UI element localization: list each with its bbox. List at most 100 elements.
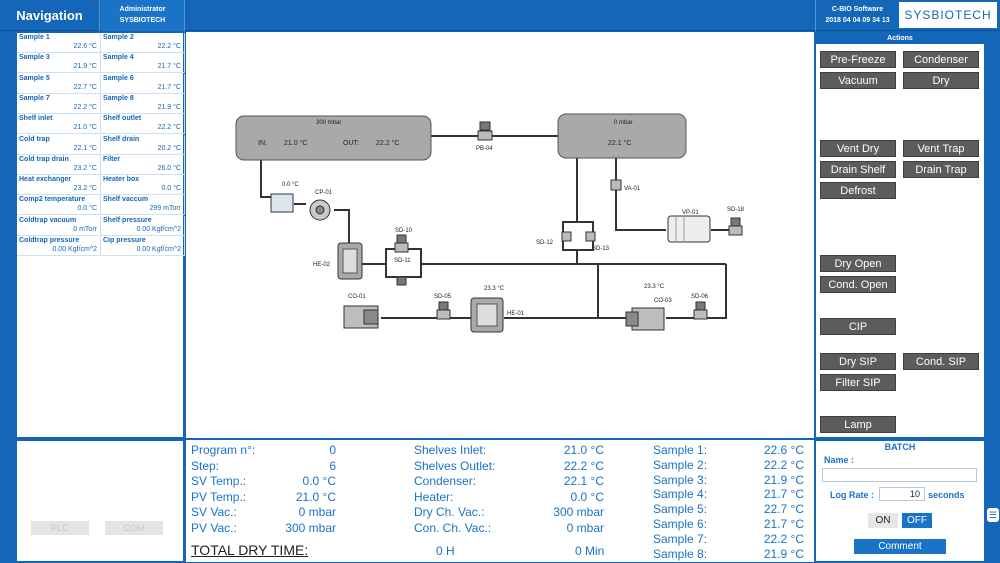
vacuum-pump-vp01[interactable] [667, 215, 711, 243]
status-value: 22.2 °C [763, 531, 804, 546]
status-label: Shelves Inlet: [414, 443, 487, 457]
plc-label: PLC [51, 523, 69, 533]
action-button-lamp[interactable]: Lamp [820, 416, 896, 433]
sensor-value: 299 mTorr [149, 205, 181, 213]
user-role: Administrator [119, 6, 166, 13]
status-value: 22.7 °C [763, 502, 804, 517]
action-button-dry-open[interactable]: Dry Open [820, 255, 896, 272]
vp01-label: VP-01 [682, 210, 699, 216]
valve-pb04[interactable] [477, 121, 493, 141]
action-button-drain-trap[interactable]: Drain Trap [903, 161, 979, 178]
action-button-vent-trap[interactable]: Vent Trap [903, 140, 979, 157]
he02-label: HE-02 [313, 262, 331, 268]
action-button-dry[interactable]: Dry [903, 72, 979, 89]
process-diagram: 300 mbar IN: 21.0 °C OUT: 22.2 °C 0 mbar… [186, 32, 814, 438]
he01-label: HE-01 [507, 311, 525, 317]
status-value: 21.7 °C [763, 487, 804, 502]
status-label: SV Temp.: [191, 474, 247, 488]
sensor-label: Shelf pressure [103, 216, 152, 224]
chamber-in-temp: 21.0 °C [284, 139, 307, 147]
batch-name-input[interactable] [822, 468, 977, 482]
status-label: SV Vac.: [191, 505, 237, 519]
user-info: Administrator SYSBIOTECH [101, 0, 185, 31]
valve-va01[interactable] [610, 179, 622, 191]
status-label: Condenser: [414, 474, 477, 488]
plc-button[interactable]: PLC [31, 521, 89, 535]
heat-exchanger-he01[interactable] [470, 297, 504, 333]
status-value: 0.0 °C [570, 489, 604, 504]
action-button-filter-sip[interactable]: Filter SIP [820, 374, 896, 391]
valve-block-sd10-sd11[interactable] [385, 234, 422, 286]
side-scroll-handle-icon[interactable]: ☰ [987, 508, 999, 522]
sensor-value: 22.2 °C [157, 124, 181, 132]
status-label: Con. Ch. Vac.: [414, 520, 492, 535]
cp01-label: CP-01 [315, 190, 333, 196]
chamber-out-temp: 22.2 °C [376, 139, 399, 147]
sensor-label: Sample 2 [103, 34, 134, 41]
batch-name-label: Name : [824, 455, 855, 465]
action-button-pre-freeze[interactable]: Pre-Freeze [820, 51, 896, 68]
logging-off-button[interactable]: OFF [902, 513, 932, 528]
sensor-value: 0.0 °C [161, 185, 181, 193]
sd18-label: SD-18 [727, 207, 745, 213]
status-label: Sample 7: [653, 531, 708, 546]
valve-sd06[interactable] [693, 301, 708, 320]
valve-sd18[interactable] [728, 217, 743, 236]
status-label: Program n°: [191, 443, 256, 457]
action-button-cond-open[interactable]: Cond. Open [820, 276, 896, 293]
sensor-value: 0 mTorr [73, 225, 97, 233]
action-button-cip[interactable]: CIP [820, 318, 896, 335]
comment-button[interactable]: Comment [854, 539, 946, 554]
sensor-label: Heat exchanger [19, 176, 72, 184]
sensor-value: 21.0 °C [73, 124, 97, 132]
status-value: 21.9 °C [763, 472, 804, 487]
action-button-drain-shelf[interactable]: Drain Shelf [820, 161, 896, 178]
connection-panel: PLC COM [16, 440, 184, 562]
com-button[interactable]: COM [105, 521, 163, 535]
status-value: 0 [329, 443, 336, 457]
navigation-label: Navigation [16, 8, 83, 23]
condensing-unit-co03[interactable] [625, 307, 665, 331]
status-label: Sample 1: [653, 443, 708, 457]
action-button-vent-dry[interactable]: Vent Dry [820, 140, 896, 157]
sensor-label: Cold trap drain [19, 155, 69, 163]
status-value: 300 mbar [553, 505, 604, 519]
action-button-defrost[interactable]: Defrost [820, 182, 896, 199]
compressor-unit[interactable] [270, 193, 331, 221]
action-button-cond-sip[interactable]: Cond. SIP [903, 353, 979, 370]
status-label: Sample 2: [653, 457, 708, 472]
heat-exchanger-he02[interactable] [337, 242, 363, 280]
status-label: Shelves Outlet: [414, 458, 496, 473]
pb04-label: PB-04 [476, 146, 493, 152]
sensor-label: Shelf inlet [19, 115, 53, 123]
sensor-value: 20.2 °C [157, 144, 181, 152]
sensor-cell: Shelf inlet 21.0 °C [17, 114, 101, 135]
action-button-condenser[interactable]: Condenser [903, 51, 979, 68]
status-label: Sample 8: [653, 546, 708, 561]
action-button-dry-sip[interactable]: Dry SIP [820, 353, 896, 370]
total-minutes: 0 Min [575, 544, 605, 558]
valve-sd05[interactable] [436, 301, 451, 320]
sensor-label: Coldtrap pressure [19, 237, 80, 244]
co01-label: CO-01 [348, 294, 366, 300]
log-rate-input[interactable]: 10 [879, 487, 925, 501]
sensor-value: 21.7 °C [157, 83, 181, 91]
logging-on-button[interactable]: ON [868, 513, 898, 528]
top-bar: Navigation Administrator SYSBIOTECH C-BI… [0, 0, 1000, 31]
action-button-vacuum[interactable]: Vacuum [820, 72, 896, 89]
batch-panel: BATCH Name : Log Rate : 10 seconds ON OF… [815, 440, 985, 562]
com-label: COM [123, 523, 145, 533]
software-info: C-BIO Software 2018 04 04 09 34 13 [815, 0, 899, 31]
status-value: 21.9 °C [763, 546, 804, 561]
condensing-unit-co01[interactable] [343, 305, 379, 329]
valve-block-sd12-sd13[interactable] [561, 221, 596, 251]
sensor-label: Comp2 temperature [19, 196, 86, 204]
navigation-button[interactable]: Navigation [0, 0, 100, 31]
